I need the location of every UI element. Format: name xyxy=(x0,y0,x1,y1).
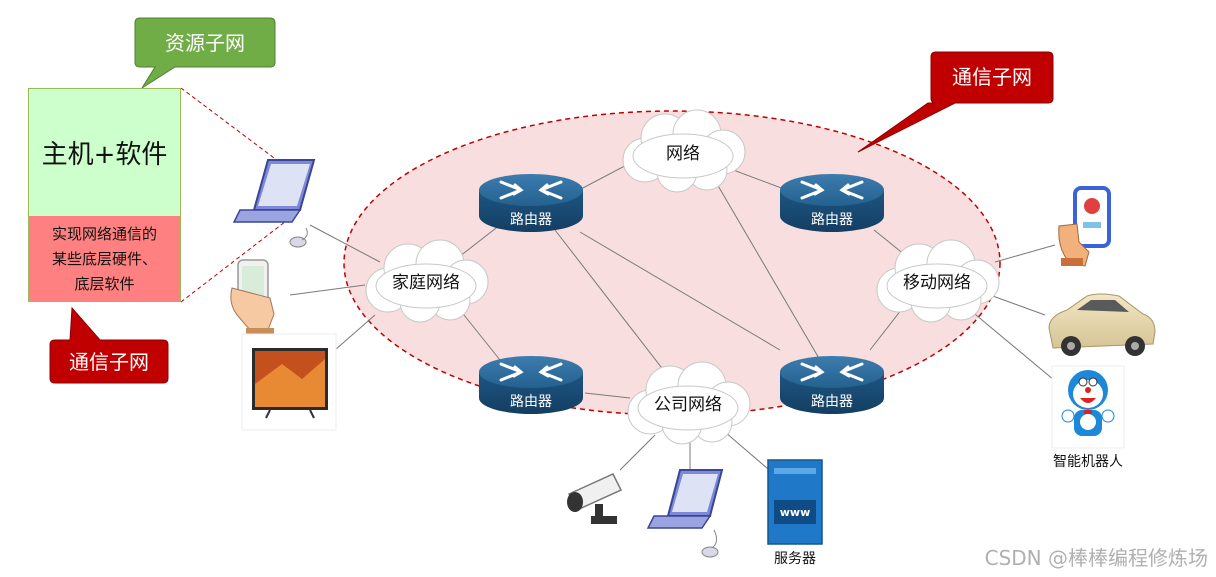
resource-subnet-callout: 资源子网 xyxy=(134,17,276,89)
resource-subnet-label: 资源子网 xyxy=(165,31,245,55)
comm-subnet-label-top: 通信子网 xyxy=(952,65,1032,89)
router-label: 路由器 xyxy=(811,212,853,228)
robot-label: 智能机器人 xyxy=(1053,454,1123,470)
connection-lines xyxy=(289,157,1061,476)
smartphone-call-icon xyxy=(1058,186,1111,267)
laptop-icon xyxy=(646,469,724,558)
cloud-mobile-label: 移动网络 xyxy=(903,273,971,293)
host-software-box: 主机+软件 实现网络通信的 某些底层硬件、 底层软件 xyxy=(28,88,181,302)
router-arrows-icon xyxy=(499,180,563,200)
router-arrows-icon xyxy=(499,362,563,382)
cloud-icon: 公司网络 xyxy=(627,361,751,445)
server-icon: www xyxy=(767,459,823,545)
host-software-description: 实现网络通信的 某些底层硬件、 底层软件 xyxy=(29,216,180,302)
cloud-icon: 家庭网络 xyxy=(365,239,489,323)
cloud-network-label: 网络 xyxy=(666,144,700,164)
cloud-icon: 移动网络 xyxy=(876,239,1000,323)
watermark: CSDN @棒棒编程修炼场 xyxy=(984,546,1208,570)
host-box-pointer-lines xyxy=(180,87,291,303)
host-desc-line-1: 实现网络通信的 xyxy=(51,224,157,243)
phone-icon xyxy=(230,259,275,338)
router-label: 路由器 xyxy=(811,394,853,410)
laptop-icon xyxy=(232,159,316,248)
server-screen-label: www xyxy=(780,506,811,519)
router-arrows-icon xyxy=(800,180,864,200)
host-desc-line-3: 底层软件 xyxy=(74,274,135,293)
host-desc-line-2: 某些底层硬件、 xyxy=(51,249,157,268)
robot-icon xyxy=(1051,365,1125,449)
cloud-company-label: 公司网络 xyxy=(654,395,722,415)
cloud-home-label: 家庭网络 xyxy=(392,273,460,293)
host-software-title: 主机+软件 xyxy=(29,89,180,216)
comm-subnet-label-bottom: 通信子网 xyxy=(69,350,149,374)
router-label: 路由器 xyxy=(510,394,552,410)
car-icon xyxy=(1048,293,1156,356)
server-label: 服务器 xyxy=(774,551,816,567)
router-bottom-left: 路由器 xyxy=(479,356,583,414)
router-top-left: 路由器 xyxy=(479,174,583,232)
router-label: 路由器 xyxy=(510,212,552,228)
camera-icon xyxy=(567,473,623,524)
tv-icon xyxy=(241,333,337,431)
cloud-icon: 网络 xyxy=(622,109,746,193)
router-top-right: 路由器 xyxy=(780,174,884,232)
comm-subnet-callout-bottom: 通信子网 xyxy=(49,306,169,384)
router-bottom-right: 路由器 xyxy=(780,356,884,414)
router-arrows-icon xyxy=(800,362,864,382)
comm-subnet-callout-top: 通信子网 xyxy=(857,51,1054,153)
